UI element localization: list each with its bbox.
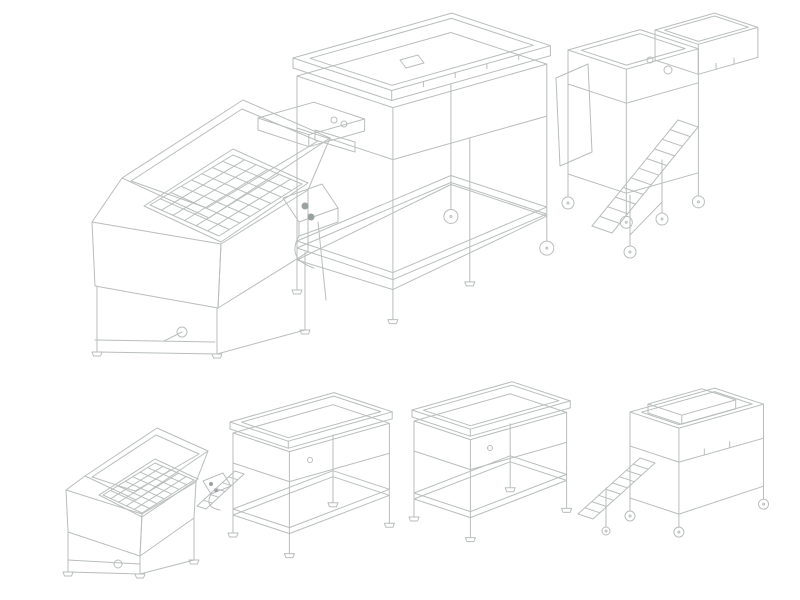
figure-machine-line-overview bbox=[62, 381, 770, 579]
figure-machine-line-detail bbox=[91, 12, 759, 359]
